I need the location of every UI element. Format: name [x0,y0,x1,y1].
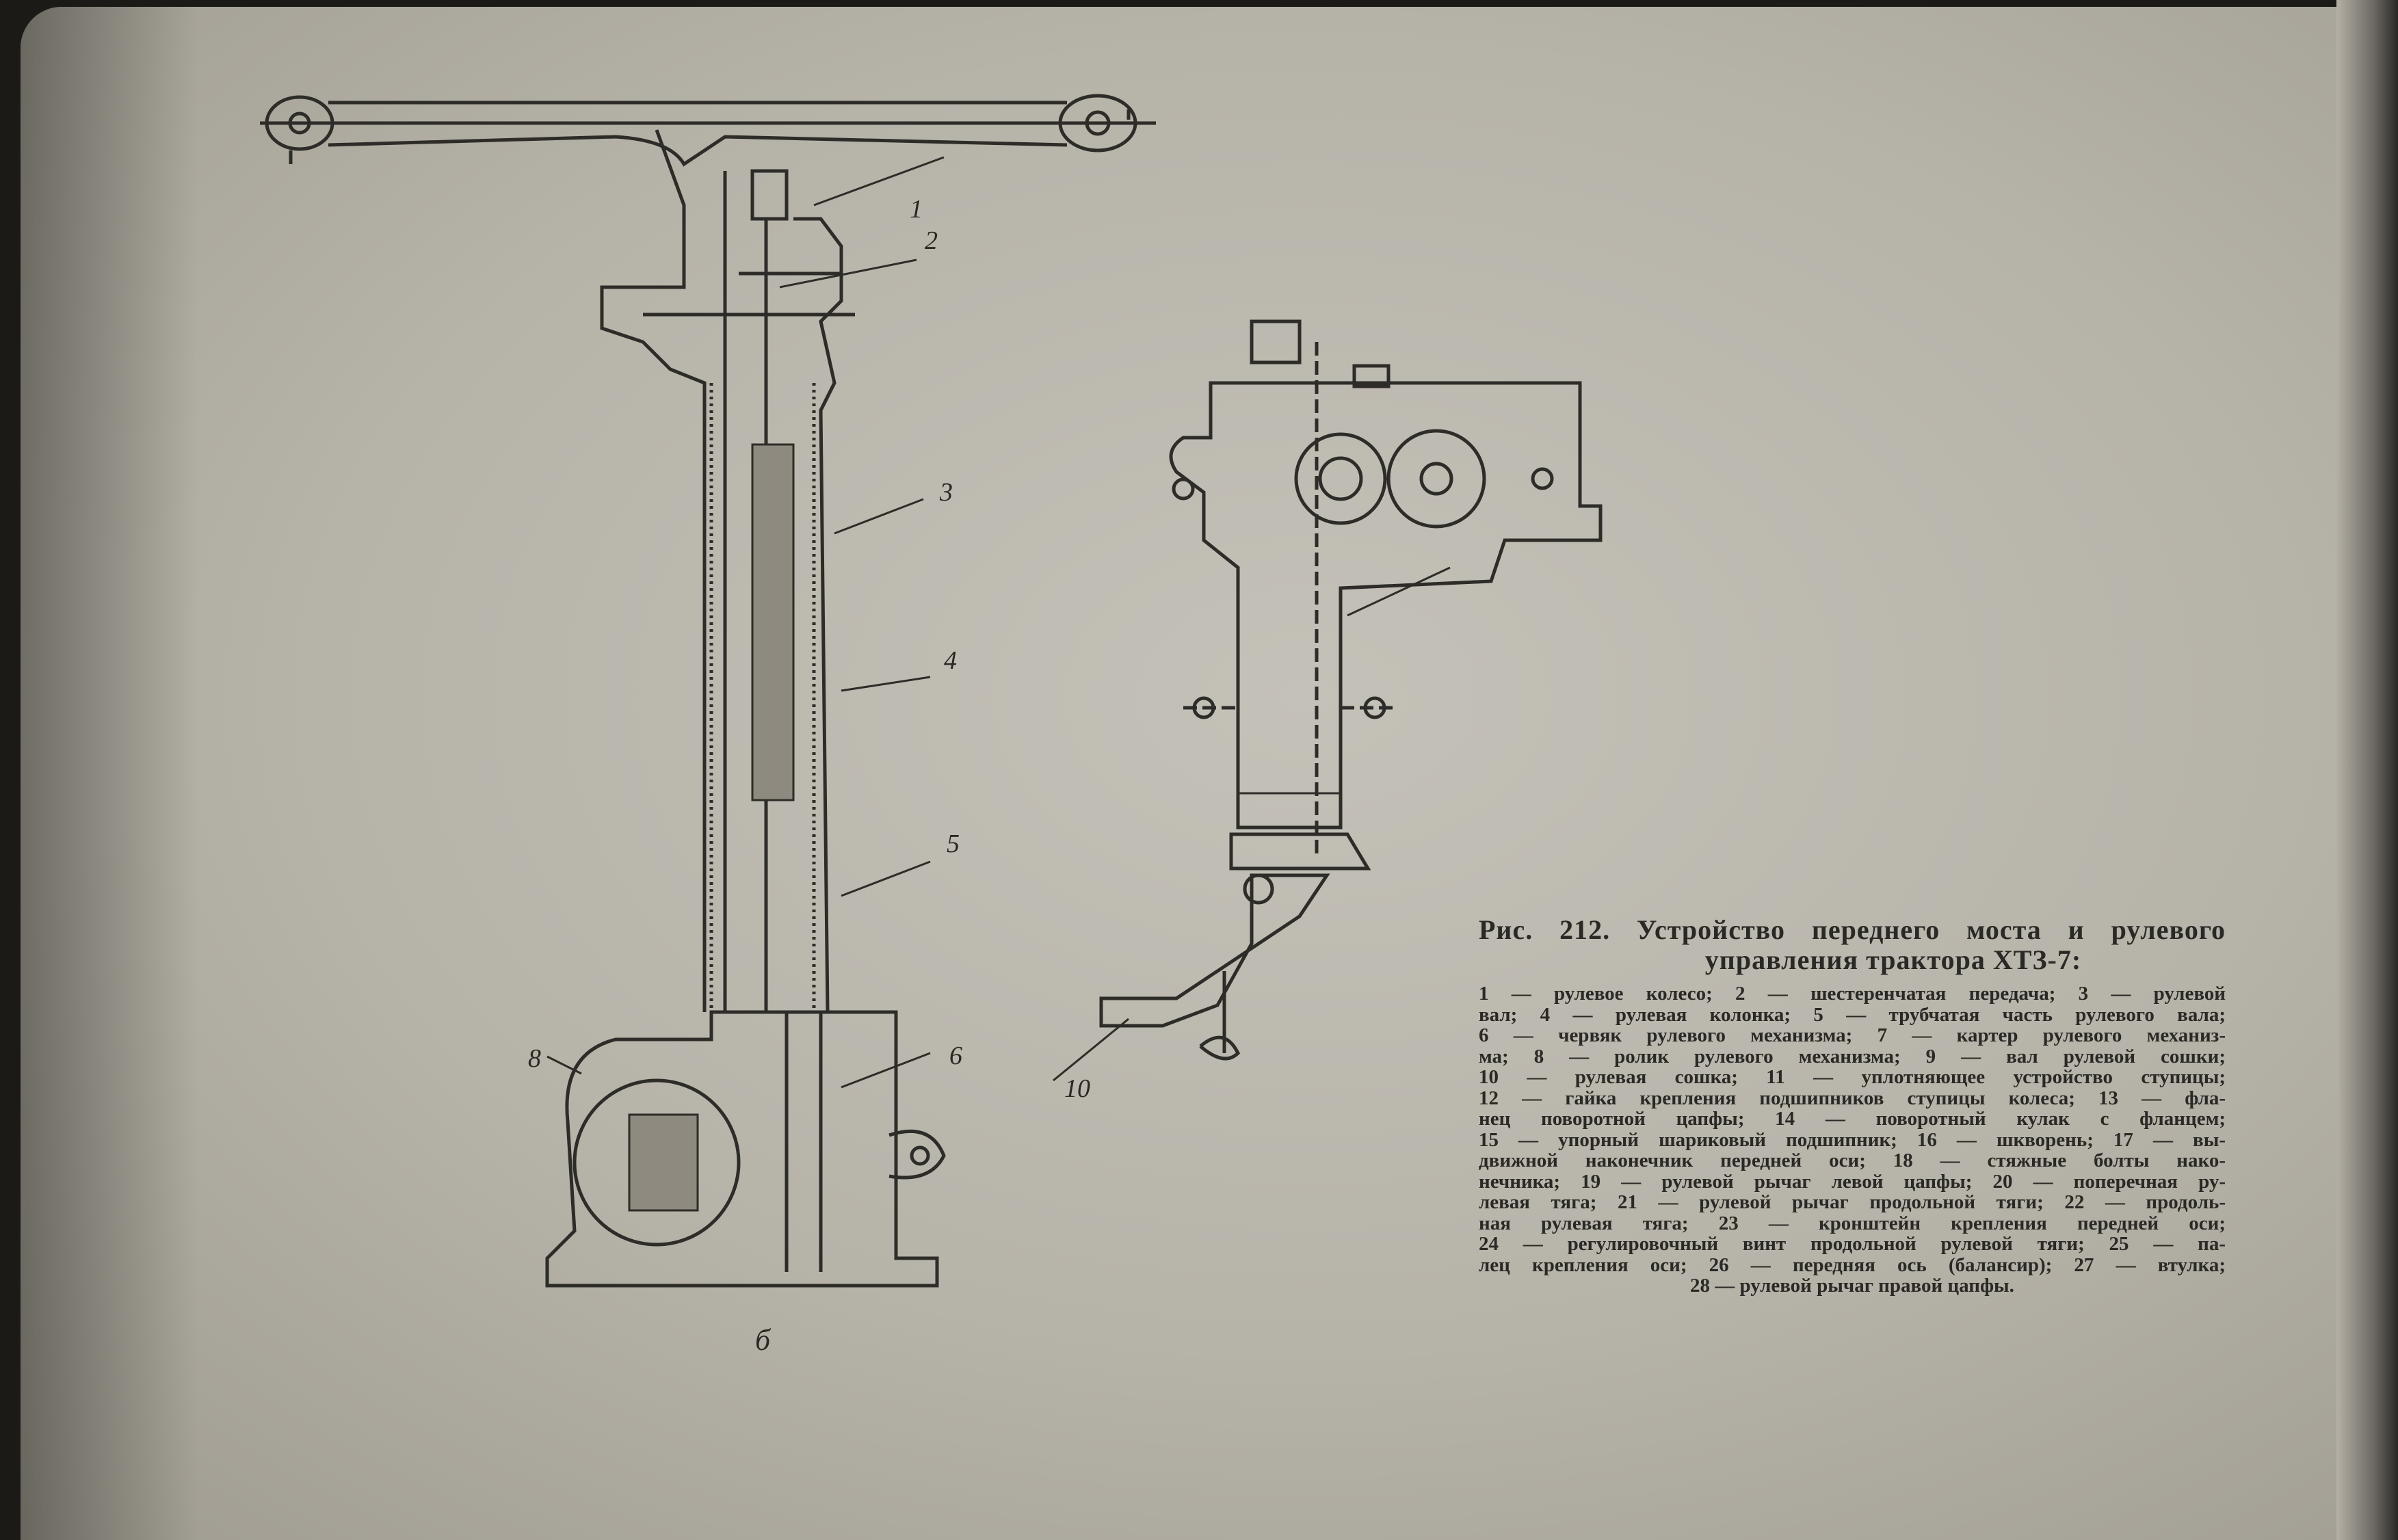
steering-gear-housing [1169,319,1603,855]
callout-6: 6 [949,1041,962,1070]
legend-line: вал; 4 — рулевая колонка; 5 — трубчатая … [1479,1003,2226,1026]
legend-line: 10 — рулевая сошка; 11 — уплотняющее уст… [1479,1066,2226,1088]
legend-line: 28 — рулевой рычаг правой цапфы. [1690,1275,2014,1297]
steering-arm [1053,832,1371,1082]
legend-line: 24 — регулировочный винт продольной руле… [1479,1233,2226,1255]
callout-10: 10 [1064,1074,1090,1103]
caption-title-line: Рис. 212. Устройство переднего моста и р… [1479,914,2226,945]
legend-line: нечника; 19 — рулевой рычаг левой цапфы;… [1479,1170,2226,1193]
legend-line: 1 — рулевое колесо; 2 — шестеренчатая пе… [1479,983,2226,1005]
caption-title-line: управления трактора ХТЗ-7: [1704,944,2082,975]
callout-3: 3 [940,478,953,507]
callout-1: 1 [910,195,923,224]
caption-title: Рис. 212. Устройство переднего моста и р… [1479,915,2226,975]
legend-line: ная рулевая тяга; 23 — кронштейн креплен… [1479,1212,2226,1234]
legend-line: 6 — червяк рулевого механизма; 7 — карте… [1479,1024,2226,1046]
legend-line: нец поворотной цапфы; 14 — поворотный ку… [1479,1108,2226,1130]
steering-column [600,129,945,1013]
legend-line: ма; 8 — ролик рулевого механизма; 9 — ва… [1479,1045,2226,1067]
steering-gearbox [545,1010,946,1288]
callout-8: 8 [528,1044,541,1073]
figure-caption: Рис. 212. Устройство переднего моста и р… [1479,915,2226,1297]
book-page [21,7,2360,1540]
legend-line: движной наконечник передней оси; 18 — ст… [1479,1150,2226,1171]
steering-wheel [260,94,1156,167]
legend-line: 12 — гайка крепления подшипников ступицы… [1479,1087,2226,1109]
page-gutter-shadow [21,7,198,1540]
legend-line: лец крепления оси; 26 — передняя ось (ба… [1479,1253,2226,1276]
subfigure-label: б [755,1323,771,1357]
callout-4: 4 [944,646,957,675]
callout-2: 2 [925,226,938,255]
legend-line: 15 — упорный шариковый подшипник; 16 — ш… [1479,1128,2226,1151]
page-edge [2336,0,2398,1540]
callout-5: 5 [947,829,960,858]
legend-line: левая тяга; 21 — рулевой рычаг продольно… [1479,1191,2226,1213]
caption-legend: 1 — рулевое колесо; 2 — шестеренчатая пе… [1479,983,2226,1297]
